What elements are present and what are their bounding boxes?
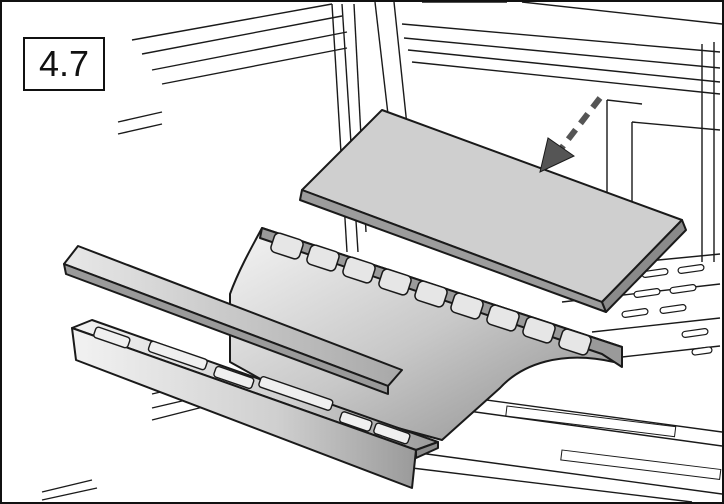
step-number-label: 4.7: [23, 37, 105, 91]
cabinet-background: [41, 2, 722, 502]
fan-cover-slots: [270, 232, 592, 356]
side-strip: [63, 245, 403, 395]
shelf-grille: [621, 264, 713, 356]
front-rail-slots: [93, 326, 411, 445]
vent-ticks: [505, 405, 722, 480]
cover-panel: [299, 109, 687, 313]
insert-direction-arrow: [539, 96, 603, 173]
